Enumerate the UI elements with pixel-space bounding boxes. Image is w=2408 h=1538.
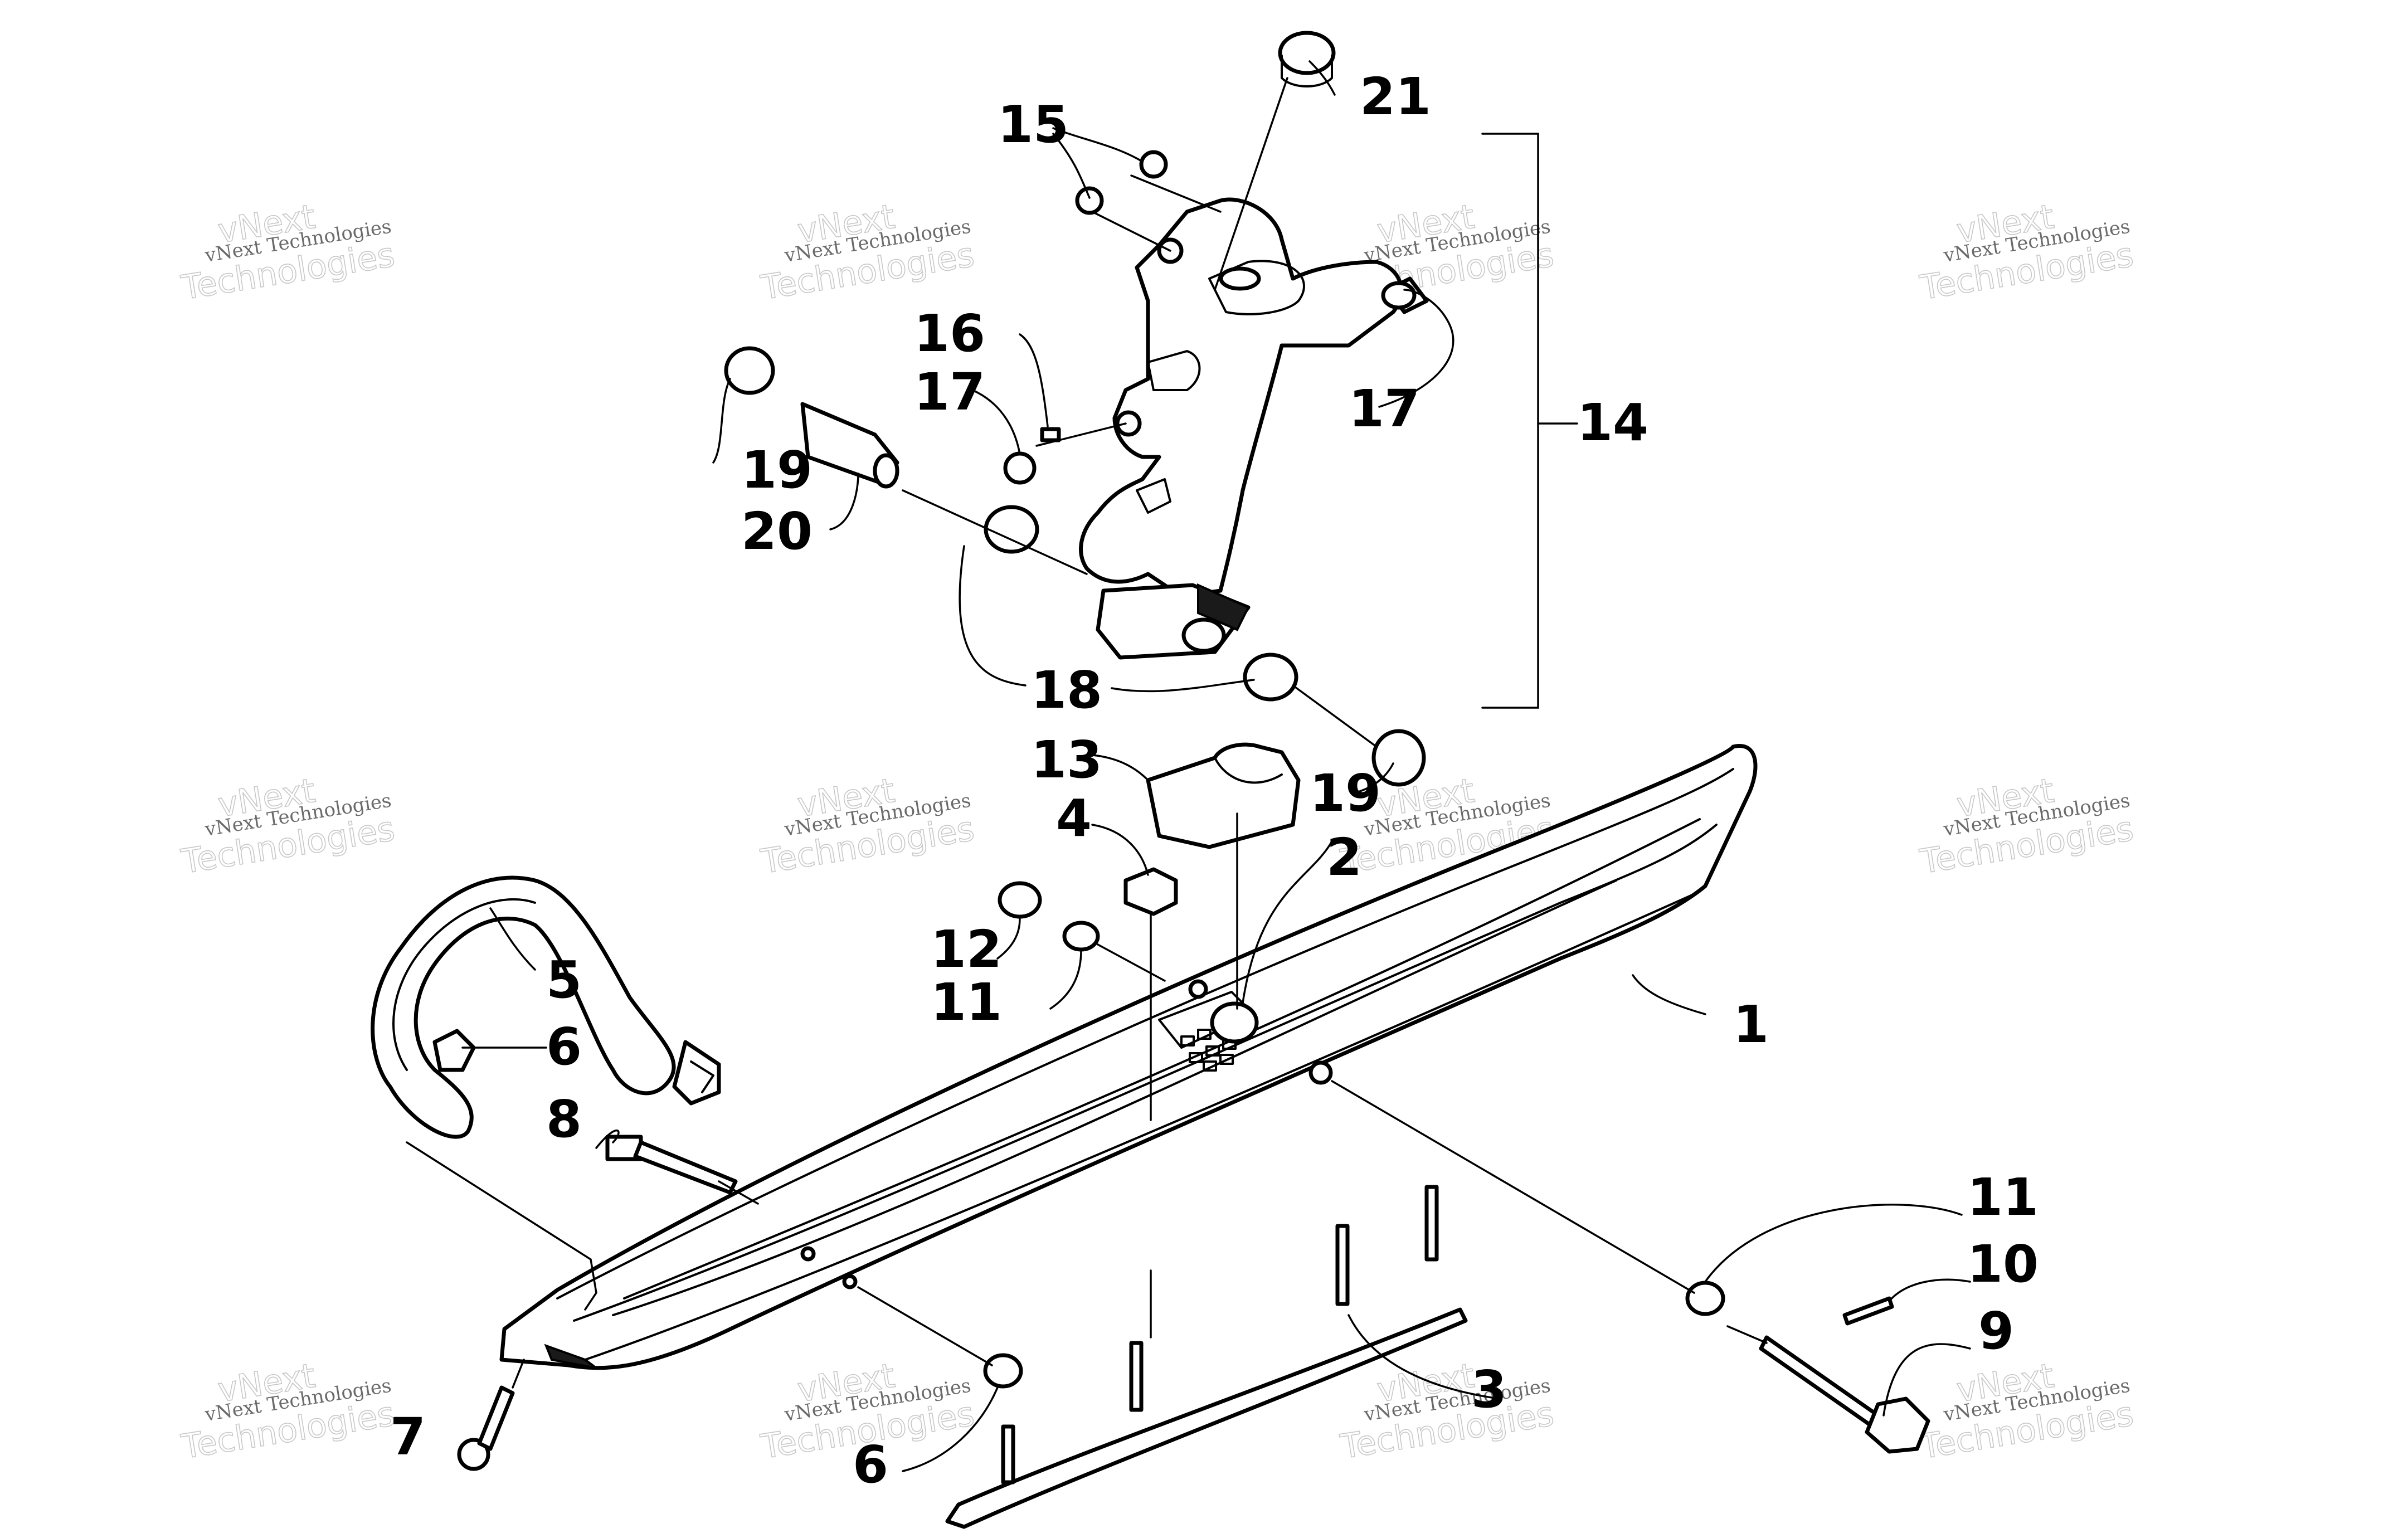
watermark: Technologies vNext vNext Technologies [1337, 197, 1557, 308]
callout-12: 12 [931, 919, 1002, 979]
cap [1278, 31, 1336, 87]
washer [1139, 150, 1168, 179]
wear-bar [945, 1185, 1468, 1529]
watermark: Technologies vNext vNext Technologies [1917, 771, 2137, 882]
callout-10: 10 [1967, 1234, 2039, 1294]
callout-5: 5 [546, 950, 582, 1010]
washer [1075, 186, 1104, 215]
washer [1062, 921, 1100, 952]
callout-19: 19 [1310, 763, 1381, 823]
callout-19: 19 [741, 440, 813, 500]
callout-11: 11 [1967, 1167, 2039, 1227]
callout-17: 17 [914, 362, 985, 422]
callout-17: 17 [1349, 379, 1420, 439]
callout-16: 16 [914, 304, 985, 363]
nut [432, 1029, 476, 1072]
callout-9: 9 [1978, 1301, 2014, 1361]
watermark: Technologies vNext vNext Technologies [178, 771, 398, 882]
callout-15: 15 [998, 95, 1069, 154]
callout-14: 14 [1577, 393, 1648, 452]
watermark: Technologies vNext vNext Technologies [1917, 197, 2137, 308]
setscrew [1040, 427, 1061, 442]
saddle [1146, 742, 1301, 849]
bushing [984, 505, 1039, 554]
nut [998, 881, 1042, 919]
callout-18: 18 [1031, 660, 1102, 720]
callout-6: 6 [546, 1017, 582, 1077]
watermark: Technologies vNext vNext Technologies [1917, 1356, 2137, 1467]
callout-6: 6 [853, 1435, 888, 1495]
callout-11: 11 [931, 972, 1002, 1032]
cotter-pin [1842, 1296, 1894, 1326]
callout-1: 1 [1733, 995, 1769, 1054]
callout-4: 4 [1056, 789, 1092, 848]
bolt [1759, 1335, 1930, 1454]
nut [983, 1353, 1023, 1389]
bolt [605, 1135, 738, 1195]
callout-21: 21 [1360, 67, 1431, 126]
watermark: Technologies vNext vNext Technologies [178, 1356, 398, 1467]
watermark: Technologies vNext vNext Technologies [178, 197, 398, 308]
spindle [1079, 197, 1403, 660]
post [1210, 1001, 1259, 1044]
sleeve [724, 346, 775, 395]
bushing [1243, 653, 1298, 702]
nut [1123, 867, 1178, 916]
ski-body [499, 744, 1758, 1370]
ski-loop [371, 875, 721, 1139]
callout-7: 7 [390, 1407, 426, 1467]
washer [1685, 1281, 1725, 1316]
bushing [1003, 451, 1037, 485]
callout-8: 8 [546, 1089, 582, 1149]
callout-numbers: 1 2 3 4 5 6 6 7 8 9 10 11 11 12 13 14 15… [390, 67, 2039, 1495]
callout-3: 3 [1471, 1360, 1507, 1419]
sleeve [1371, 729, 1426, 787]
watermark: Technologies vNext vNext Technologies [758, 197, 977, 308]
watermark: Technologies vNext vNext Technologies [758, 771, 977, 882]
leader-lines [406, 60, 1971, 1472]
pin [800, 402, 899, 489]
screw [457, 1385, 515, 1471]
callout-2: 2 [1326, 828, 1362, 887]
callout-20: 20 [741, 502, 813, 561]
callout-13: 13 [1031, 730, 1102, 790]
